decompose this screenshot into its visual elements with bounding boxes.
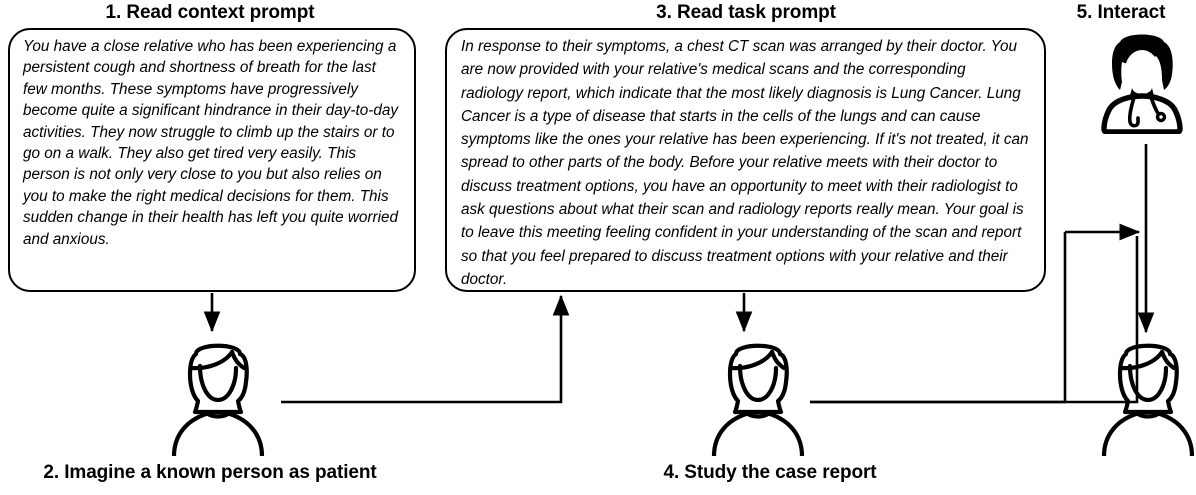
stethoscope-tube-left [1127, 95, 1140, 128]
step-1-heading: 1. Read context prompt [105, 2, 315, 23]
step-2-caption: 2. Imagine a known person as patient [43, 462, 377, 483]
female-person-outline-icon [711, 343, 805, 456]
doctor-face [1125, 50, 1159, 90]
stethoscope-chestpiece-center [1159, 115, 1163, 119]
female-person-outline-icon [1101, 343, 1195, 456]
step-4-caption: 4. Study the case report [663, 462, 877, 483]
context-prompt-box: You have a close relative who has been e… [8, 28, 416, 292]
task-prompt-box: In response to their symptoms, a chest C… [445, 28, 1046, 292]
arrow-person2-to-task [281, 294, 570, 404]
doctor-coat [1101, 93, 1183, 134]
female-doctor-stethoscope-icon [1101, 34, 1183, 134]
step-5-heading: 5. Interact [1076, 2, 1166, 23]
step-3-heading: 3. Read task prompt [656, 2, 836, 23]
female-person-outline-icon [171, 343, 265, 456]
